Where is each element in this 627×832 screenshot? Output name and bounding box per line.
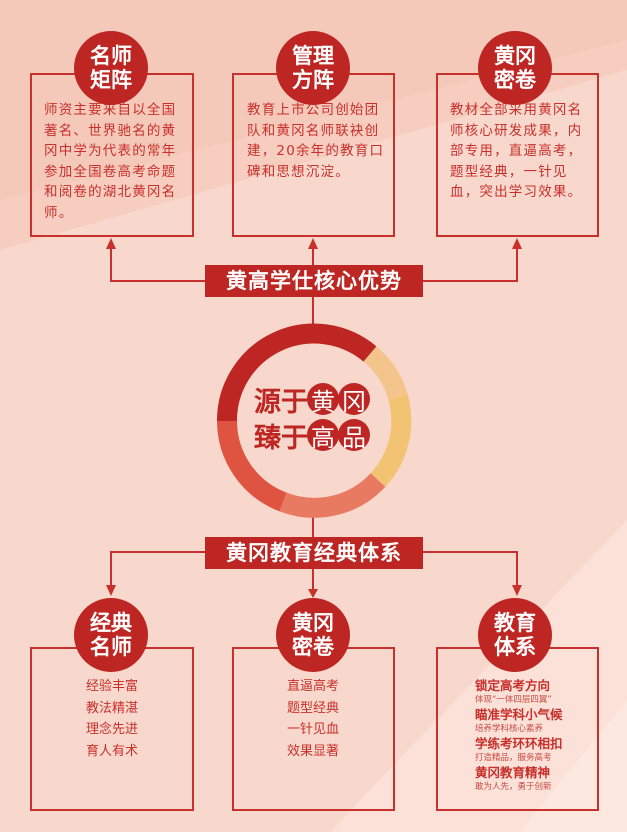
- classic-teachers-list: 经验丰富 教法精湛 理念先进 育人有术: [74, 676, 150, 762]
- core-advantage-banner: 黄高学仕核心优势: [205, 265, 423, 297]
- ring-chart: [216, 323, 412, 518]
- list-item: 题型经典: [286, 700, 339, 716]
- education-system-list: 锁定高考方向 体现“一体四层四翼” 瞄准学科小气候 培养学科核心素养 学练考环环…: [475, 678, 563, 794]
- slogan-line-1: 源于 黄 冈: [254, 382, 370, 418]
- classic-system-banner: 黄冈教育经典体系: [205, 537, 423, 569]
- badge-secret-papers: 黄冈 密卷: [478, 31, 552, 105]
- list-item: 教法精湛: [85, 700, 138, 716]
- circle-char: 冈: [338, 383, 370, 416]
- list-item: 理念先进: [85, 722, 138, 737]
- system-subtext: 体现“一体四层四翼”: [475, 695, 552, 705]
- teacher-matrix-description: 师资主要来自以全国著名、世界驰名的黄冈中学为代表的常年参加全国卷高考命题和阅卷的…: [44, 102, 177, 221]
- system-subtext: 敢为人先，勇于创新: [475, 782, 552, 792]
- badge-bottom-secret-papers: 黄冈 密卷: [276, 598, 350, 672]
- list-item: 效果显著: [286, 743, 339, 759]
- list-item: 育人有术: [85, 743, 138, 759]
- badge-teacher-matrix: 名师 矩阵: [74, 31, 148, 105]
- management-description: 教育上市公司创始团队和黄冈名师联袂创建，20余年的教育口碑和思想沉淀。: [247, 102, 385, 180]
- system-subtext: 培养学科核心素养: [475, 724, 544, 734]
- badge-education-system: 教育 体系: [478, 598, 552, 672]
- list-item: 一针见血: [286, 722, 339, 737]
- slogan-line-2: 臻于 高 品: [254, 418, 370, 454]
- system-heading: 学练考环环相扣: [475, 736, 563, 751]
- system-heading: 锁定高考方向: [475, 678, 551, 693]
- circle-char: 品: [338, 419, 370, 452]
- center-slogan: 源于 黄 冈 臻于 高 品: [254, 382, 370, 454]
- secret-papers-list: 直逼高考 题型经典 一针见血 效果显著: [275, 676, 351, 762]
- list-item: 经验丰富: [85, 679, 138, 694]
- badge-classic-teachers: 经典 名师: [74, 598, 148, 672]
- system-heading: 黄冈教育精神: [475, 765, 551, 780]
- system-subtext: 打造精品，服务高考: [475, 753, 552, 763]
- system-heading: 瞄准学科小气候: [475, 707, 563, 722]
- circle-char: 高: [307, 419, 339, 452]
- circle-char: 黄: [307, 383, 339, 416]
- badge-management: 管理 方阵: [276, 31, 350, 105]
- secret-papers-description: 教材全部采用黄冈名师核心研发成果，内部专用，直逼高考，题型经典，一针见血，突出学…: [450, 102, 583, 200]
- list-item: 直逼高考: [286, 679, 339, 694]
